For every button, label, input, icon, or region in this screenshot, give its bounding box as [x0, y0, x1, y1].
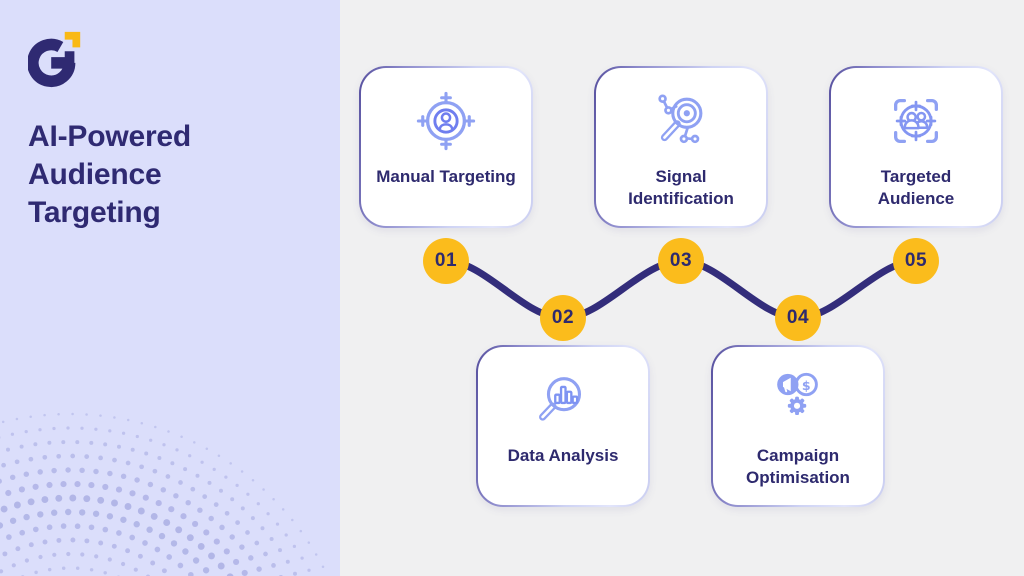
step-number: 02 — [551, 307, 575, 328]
step-label: Targeted Audience — [877, 167, 955, 209]
step-card-data-analysis: Data Analysis — [476, 345, 650, 507]
megaphone-dollar-gear-icon: $ — [777, 372, 818, 416]
target-user-icon — [416, 91, 476, 151]
page-title: AI-Powered Audience Targeting — [28, 120, 192, 230]
step-badge-02: 02 — [540, 295, 586, 341]
magnifier-bar-chart-icon — [539, 377, 582, 421]
step-badge-03: 03 — [658, 238, 704, 284]
step-number: 05 — [904, 250, 928, 271]
step-number: 04 — [786, 307, 810, 328]
step-number: 01 — [434, 250, 458, 271]
magnifier-signal-icon — [658, 94, 703, 144]
step-card-manual-targeting: Manual Targeting — [359, 66, 533, 228]
halftone-dots-pattern — [0, 412, 325, 576]
focus-audience-icon — [894, 99, 938, 143]
left-panel: AI-Powered Audience Targeting — [0, 0, 340, 576]
step-badge-05: 05 — [893, 238, 939, 284]
step-label: Campaign Optimisation — [746, 446, 850, 488]
step-card-campaign-optimisation: $ Campaign Optimisation — [711, 345, 885, 507]
step-label: Signal Identification — [628, 167, 734, 209]
step-number: 03 — [669, 250, 693, 271]
step-card-signal-identification: Signal Identification — [594, 66, 768, 228]
step-label: Manual Targeting — [376, 167, 516, 186]
step-label: Data Analysis — [507, 446, 619, 465]
step-card-targeted-audience: Targeted Audience — [829, 66, 1003, 228]
step-badge-04: 04 — [775, 295, 821, 341]
dollar-glyph: $ — [802, 378, 811, 393]
step-badge-01: 01 — [423, 238, 469, 284]
brand-logo-icon — [28, 31, 81, 88]
